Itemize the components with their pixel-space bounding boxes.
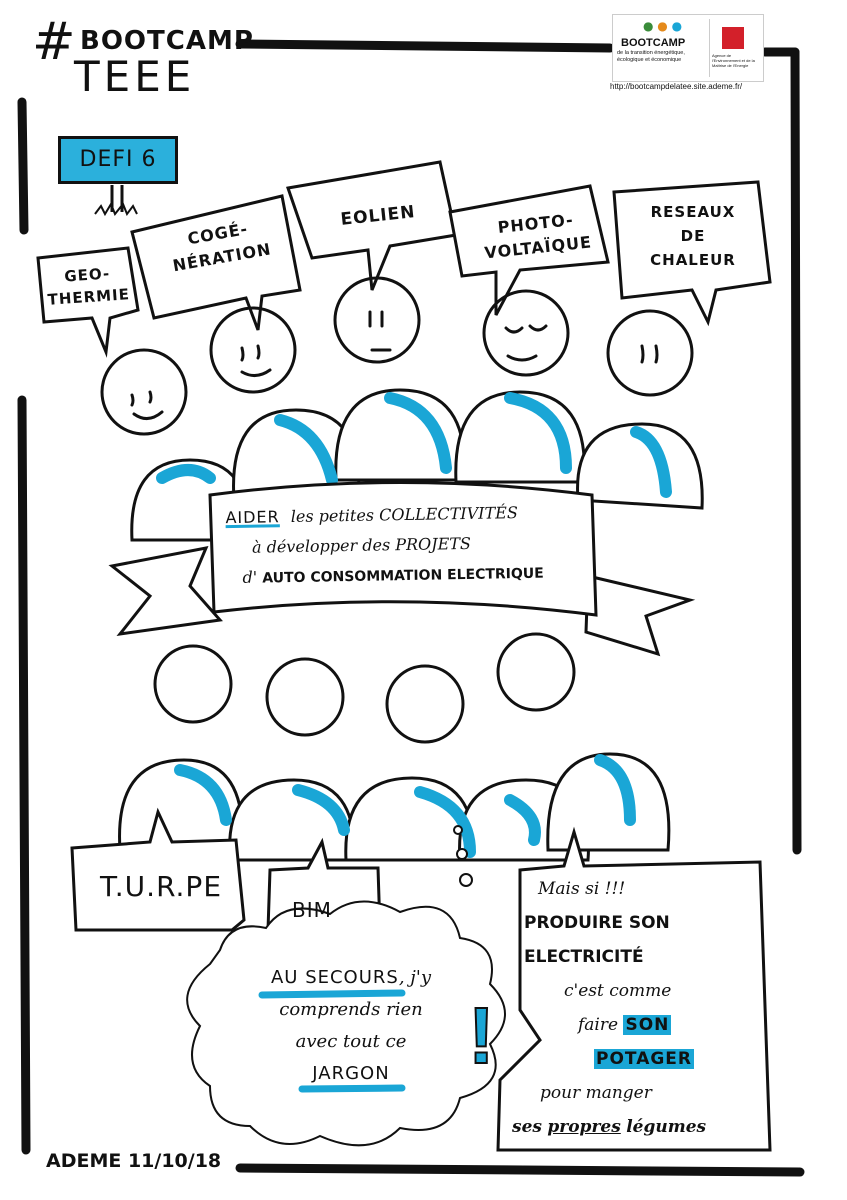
answer-propres: propres xyxy=(547,1117,621,1137)
cloud-jargon: JARGON xyxy=(312,1063,390,1084)
answer-pour-manger: pour manger xyxy=(540,1083,652,1103)
energy-geothermie: GEO-THERMIE xyxy=(47,264,131,309)
logo-name: BOOTCAMP xyxy=(621,37,686,49)
answer-faire: faire xyxy=(578,1015,619,1035)
banner-aider: AIDER xyxy=(225,507,280,528)
bootcamp-logo: ● ● ● BOOTCAMP de la transition énergéti… xyxy=(612,14,764,82)
hashtag: # xyxy=(32,12,77,72)
cloud-avec: avec tout ce xyxy=(295,1031,407,1052)
answer-legumes: légumes xyxy=(626,1117,707,1137)
banner-collectivites: les petites COLLECTIVITÉS xyxy=(290,503,518,527)
ademe-logo: Agence de l'Environnement et de la Maîtr… xyxy=(709,19,758,77)
banner-d: d' xyxy=(242,567,258,587)
bim-label: BIM xyxy=(292,898,332,922)
defi-sign: DEFI 6 xyxy=(58,136,178,184)
title-line-2: TEEE xyxy=(74,52,196,101)
defi-label: DEFI 6 xyxy=(79,147,157,172)
answer-line1: PRODUIRE SON xyxy=(524,913,670,933)
exclamation-mark: ! xyxy=(467,990,496,1081)
footer-signature: ADEME 11/10/18 xyxy=(46,1150,222,1172)
banner-autoconsommation: AUTO CONSOMMATION ELECTRIQUE xyxy=(262,565,544,587)
answer-text: Mais si !!! PRODUIRE SON ELECTRICITÉ c'e… xyxy=(512,872,768,1144)
turpe-label: T.U.R.PE xyxy=(100,870,223,903)
cloud-au-secours: AU SECOURS xyxy=(270,967,399,988)
title-line-1: BOOTCAMP xyxy=(80,26,254,56)
answer-mais-si: Mais si !!! xyxy=(538,879,626,899)
cloud-comprends: comprends rien xyxy=(279,999,423,1020)
answer-potager: POTAGER xyxy=(594,1049,695,1069)
cloud-jy: , j'y xyxy=(398,967,431,988)
answer-ses: ses xyxy=(512,1117,542,1137)
answer-line2: ELECTRICITÉ xyxy=(524,947,644,967)
logo-subtitle: de la transition énergétique, écologique… xyxy=(617,50,685,63)
answer-line3: c'est comme xyxy=(564,981,672,1001)
logo-url[interactable]: http://bootcampdelatee.site.ademe.fr/ xyxy=(610,82,743,91)
cloud-text: AU SECOURS, j'y comprends rien avec tout… xyxy=(246,962,456,1090)
pin-icons: ● ● ● xyxy=(643,19,683,33)
banner-text: AIDER les petites COLLECTIVITÉS à dévelo… xyxy=(221,497,593,594)
ademe-square-icon xyxy=(722,27,744,49)
answer-son: SON xyxy=(623,1015,672,1035)
ademe-text: Agence de l'Environnement et de la Maîtr… xyxy=(712,53,755,68)
